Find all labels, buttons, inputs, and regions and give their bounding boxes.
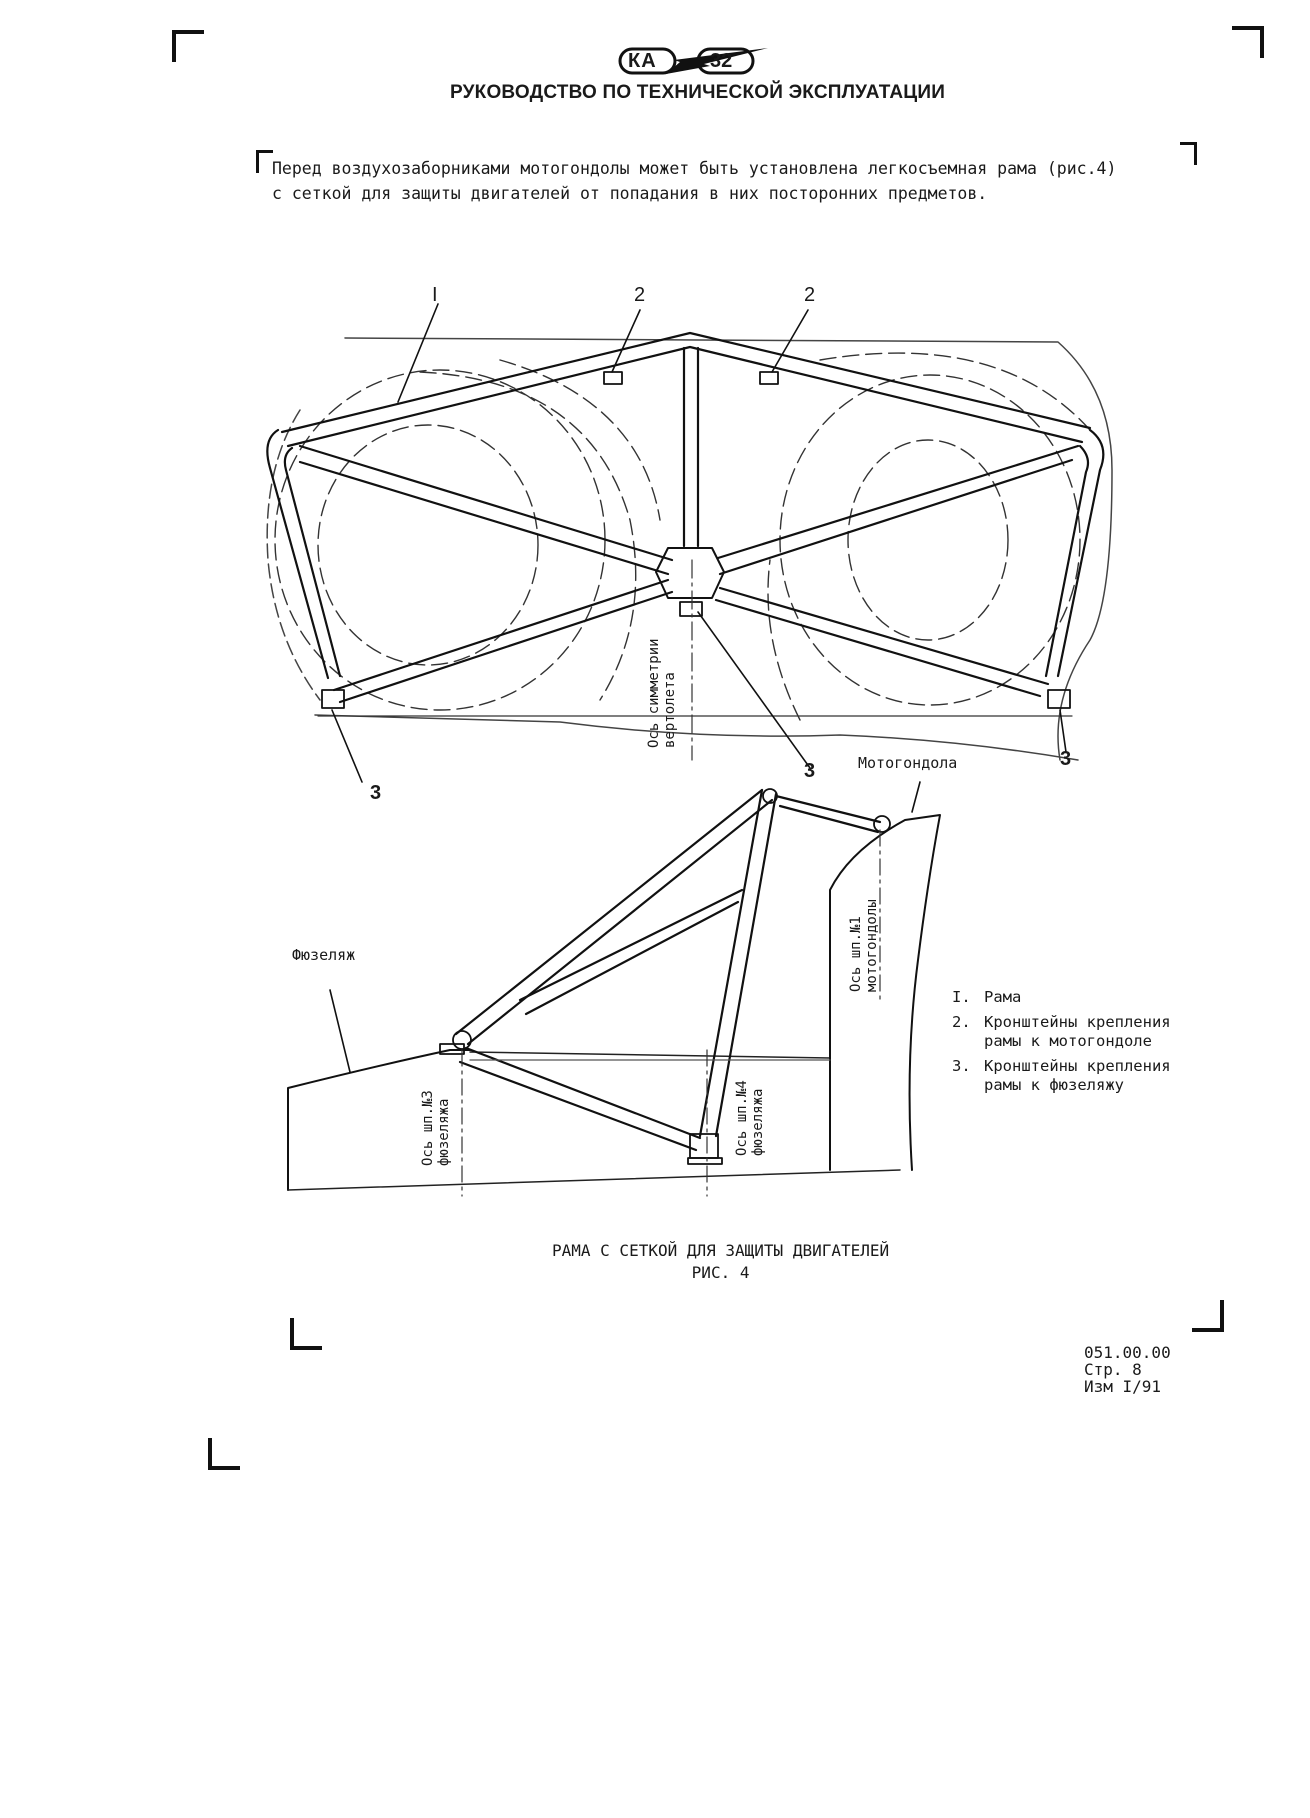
frame-tubes xyxy=(266,331,1105,704)
leader-lines xyxy=(331,303,1067,783)
frame1-label: Ось шп.№1 мотогондолы xyxy=(848,899,880,992)
corner-mark-mid-left xyxy=(290,1318,322,1350)
revision: Изм I/91 xyxy=(1084,1377,1162,1396)
legend-item-num: 3. xyxy=(952,1057,971,1075)
frame4-label-line2: фюзеляжа xyxy=(750,1088,766,1156)
callout-2-left: 2 xyxy=(634,284,646,306)
legend-item-line1: Рама xyxy=(984,988,1022,1006)
frame3-label-line2: фюзеляжа xyxy=(436,1098,452,1166)
callout-3-right: 3 xyxy=(1060,748,1072,770)
figure-caption-number: РИС. 4 xyxy=(691,1263,750,1282)
page-info: 051.00.00 Стр. 8 Изм I/91 xyxy=(1084,1344,1171,1395)
legend-item: 2. Кронштейны крепления рамы к мотогондо… xyxy=(952,1013,1171,1051)
frame4-label: Ось шп.№4 фюзеляжа xyxy=(734,1080,766,1156)
symmetry-axis-label-line2: вертолета xyxy=(662,672,678,748)
ka32-logo: КА 32 xyxy=(618,46,768,76)
nacelle-side-outline xyxy=(829,814,941,1171)
symmetry-axis-label-line1: Ось симметрии xyxy=(646,638,662,748)
nacelle-label: Мотогондола xyxy=(858,754,958,772)
nacelle-bottom-outline xyxy=(314,714,1079,761)
nacelle-left-outline xyxy=(266,409,321,701)
symmetry-axis-label: Ось симметрии вертолета xyxy=(646,638,678,748)
ka32-logo-shape xyxy=(618,47,768,75)
doc-code: 051.00.00 xyxy=(1084,1343,1171,1362)
frame1-label-line2: мотогондолы xyxy=(864,899,880,992)
page-number: Стр. 8 xyxy=(1084,1360,1142,1379)
callout-3-center: 3 xyxy=(804,760,816,782)
text-bracket-right xyxy=(1180,142,1197,165)
fuselage-label: Фюзеляж xyxy=(292,946,356,964)
callout-2-right: 2 xyxy=(804,284,816,306)
fuselage-bottom xyxy=(287,1169,901,1191)
front-view-drawing xyxy=(266,303,1113,783)
legend-item-line2: рамы к мотогондоле xyxy=(984,1032,1152,1050)
legend-item-num: 2. xyxy=(952,1013,971,1031)
legend-item-line1: Кронштейны крепления xyxy=(984,1057,1171,1075)
logo-model-text: 32 xyxy=(710,50,733,72)
legend-item-line1: Кронштейны крепления xyxy=(984,1013,1171,1031)
side-brackets xyxy=(439,788,891,1165)
frame4-label-line1: Ось шп.№4 xyxy=(734,1080,750,1156)
callout-3-left: 3 xyxy=(370,782,382,804)
legend-item-num: I. xyxy=(952,988,971,1006)
frame1-label-line1: Ось шп.№1 xyxy=(848,916,864,992)
left-intake-circles xyxy=(274,359,661,711)
figure-caption: РАМА С СЕТКОЙ ДЛЯ ЗАЩИТЫ ДВИГАТЕЛЕЙ РИС.… xyxy=(552,1240,889,1284)
corner-mark-top-left xyxy=(172,30,204,62)
frame3-label: Ось шп.№3 фюзеляжа xyxy=(420,1090,452,1166)
intro-paragraph: Перед воздухозаборниками мотогондолы мож… xyxy=(272,156,1172,206)
legend-item: I. Рама xyxy=(952,988,1171,1007)
intro-line-1: Перед воздухозаборниками мотогондолы мож… xyxy=(272,159,1117,178)
corner-mark-bottom-left xyxy=(208,1438,240,1470)
side-view-drawing xyxy=(287,781,941,1197)
center-hub xyxy=(655,547,725,599)
text-bracket-left xyxy=(256,150,273,173)
legend-item: 3. Кронштейны крепления рамы к фюзеляжу xyxy=(952,1057,1171,1095)
manual-title: РУКОВОДСТВО ПО ТЕХНИЧЕСКОЙ ЭКСПЛУАТАЦИИ xyxy=(450,82,946,103)
callout-1: I xyxy=(432,284,438,306)
nacelle-outline xyxy=(344,337,1113,761)
figure-caption-title: РАМА С СЕТКОЙ ДЛЯ ЗАЩИТЫ ДВИГАТЕЛЕЙ xyxy=(552,1241,890,1260)
legend: I. Рама 2. Кронштейны крепления рамы к м… xyxy=(952,988,1171,1095)
side-frame-tubes xyxy=(454,788,882,1152)
legend-item-line2: рамы к фюзеляжу xyxy=(984,1076,1124,1094)
intro-line-2: с сеткой для защиты двигателей от попада… xyxy=(272,184,988,203)
side-leader-lines xyxy=(329,781,921,1073)
logo-ka-text: КА xyxy=(628,50,657,72)
corner-mark-mid-right xyxy=(1192,1300,1224,1332)
right-intake-circles xyxy=(767,352,1091,721)
frame3-label-line1: Ось шп.№3 xyxy=(420,1090,436,1166)
fuselage-top xyxy=(469,1051,831,1059)
brackets-2 xyxy=(321,371,1071,709)
corner-mark-top-right xyxy=(1232,26,1264,58)
